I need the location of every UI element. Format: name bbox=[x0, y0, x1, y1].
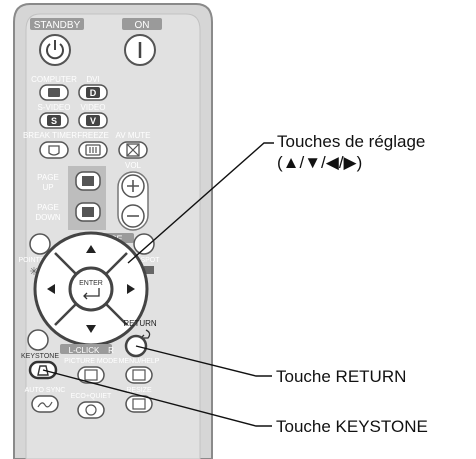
dvi-label: DVI bbox=[86, 75, 99, 84]
resize-label: RESIZE bbox=[126, 387, 152, 394]
left-arrow-icon[interactable] bbox=[47, 284, 55, 294]
adjust-keys-arrows: (▲/▼/◀/▶) bbox=[277, 153, 363, 172]
picture-mode-icon bbox=[84, 369, 98, 381]
lclick-label: L-CLICK bbox=[69, 346, 100, 355]
menu-help-label: MENU/HELP bbox=[119, 358, 160, 365]
computer-icon bbox=[48, 88, 60, 97]
auto-sync-label: AUTO SYNC bbox=[25, 387, 66, 394]
av-mute-label: AV MUTE bbox=[116, 131, 151, 140]
freeze-label: FREEZE bbox=[77, 131, 109, 140]
power-icon bbox=[46, 43, 64, 60]
enter-button[interactable] bbox=[68, 266, 114, 312]
keystone-label: KEYSTONE bbox=[21, 353, 59, 360]
standby-label: STANDBY bbox=[34, 20, 81, 31]
auto-sync-icon bbox=[37, 401, 53, 408]
lclick-side-button[interactable] bbox=[27, 329, 49, 351]
break-timer-button[interactable] bbox=[39, 141, 69, 159]
keystone-key-callout: Touche KEYSTONE bbox=[276, 417, 428, 436]
mute-icon bbox=[126, 143, 140, 157]
on-label-bar bbox=[122, 18, 162, 30]
adjust-keys-title: Touches de réglage bbox=[277, 132, 426, 151]
lclick-tab bbox=[60, 344, 112, 354]
page-down-icon bbox=[82, 207, 94, 217]
menu-icon bbox=[132, 369, 146, 381]
standby-label-bar bbox=[30, 18, 84, 30]
page-up-icon bbox=[82, 176, 94, 186]
keystone-key-leader bbox=[42, 369, 272, 427]
rclick-label: R bbox=[108, 346, 114, 355]
freeze-icon bbox=[85, 144, 101, 156]
freeze-icon-bars bbox=[89, 147, 97, 153]
page-up-label-2: UP bbox=[42, 183, 53, 192]
spot-icon bbox=[144, 266, 154, 274]
enter-label: ENTER bbox=[79, 280, 103, 287]
vol-label: VOL bbox=[125, 161, 142, 170]
mute-icon-cross bbox=[126, 143, 140, 157]
page-down-label-1: PAGE bbox=[37, 203, 59, 212]
pointer-star-icon: ✳ bbox=[29, 266, 38, 278]
break-timer-label: BREAK TIMER bbox=[23, 131, 77, 140]
plus-icon bbox=[127, 180, 139, 192]
dvi-key: D bbox=[90, 88, 97, 98]
return-key-callout: Touche RETURN bbox=[276, 367, 407, 386]
svideo-label: S-VIDEO bbox=[38, 103, 71, 112]
on-label: ON bbox=[135, 20, 150, 31]
svideo-key-bg bbox=[47, 115, 61, 126]
video-label: VIDEO bbox=[81, 103, 106, 112]
svideo-key: S bbox=[51, 116, 57, 126]
up-arrow-icon[interactable] bbox=[86, 245, 96, 253]
coffee-cup-icon bbox=[48, 145, 60, 156]
resize-button[interactable] bbox=[125, 395, 153, 413]
pointer-label: POINTER bbox=[18, 257, 49, 264]
video-key-bg bbox=[86, 115, 100, 126]
return-key-leader bbox=[135, 345, 272, 377]
video-key: V bbox=[90, 116, 96, 126]
adjust-keys-callout: Touches de réglage (▲/▼/◀/▶) bbox=[277, 131, 425, 173]
computer-label: COMPUTER bbox=[31, 75, 77, 84]
right-arrow-icon[interactable] bbox=[127, 284, 135, 294]
down-arrow-icon[interactable] bbox=[86, 325, 96, 333]
return-label: RETURN bbox=[123, 319, 157, 328]
eco-icon bbox=[85, 404, 97, 416]
eco-quiet-label: ECO+QUIET bbox=[71, 393, 112, 400]
adjust-keys-leader bbox=[127, 142, 274, 264]
eco-quiet-button[interactable] bbox=[77, 401, 105, 419]
resize-icon bbox=[132, 398, 146, 410]
dvi-key-bg bbox=[86, 87, 100, 98]
menu-help-button[interactable] bbox=[125, 366, 153, 384]
spot-button[interactable] bbox=[133, 233, 155, 255]
keystone-icon bbox=[37, 365, 49, 376]
picture-mode-label: PICTURE MODE bbox=[64, 358, 118, 365]
pointer-button[interactable] bbox=[29, 233, 51, 255]
page-up-label-1: PAGE bbox=[37, 173, 59, 182]
enter-return-icon bbox=[83, 288, 100, 300]
spot-label: SPOT bbox=[140, 257, 160, 264]
page-down-label-2: DOWN bbox=[35, 213, 61, 222]
